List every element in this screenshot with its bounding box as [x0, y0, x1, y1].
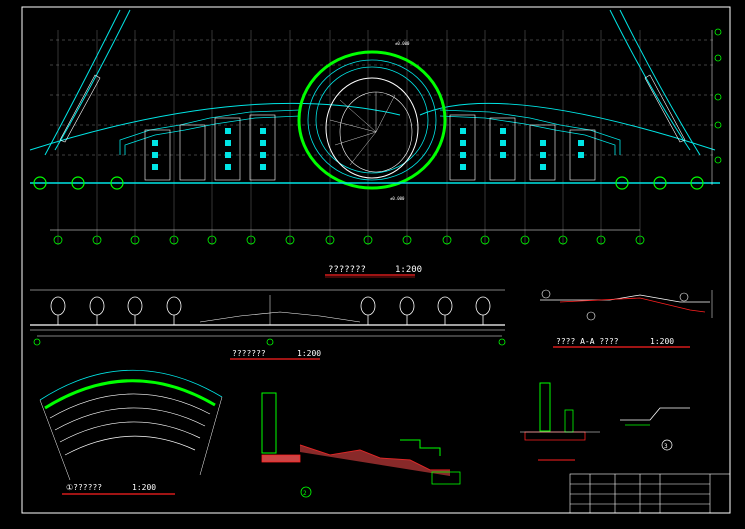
sheet-frame: [21, 6, 731, 514]
section-aa: ???? A-A ???? 1:200: [540, 289, 713, 348]
detail3-callout: 3: [664, 443, 668, 450]
elevation-drawing: ??????? 1:200: [30, 289, 506, 360]
plan-scale: 1:200: [395, 265, 422, 275]
site-plan: ±0.000 ±0.000 ??????? 1:200: [29, 9, 722, 278]
plan-title: ???????: [328, 265, 366, 275]
plan-label-ring-top: ±0.000: [395, 41, 410, 46]
detail1-title: ①??????: [66, 483, 102, 492]
section-title: ???? A-A ????: [556, 337, 619, 346]
elevation-trees: [50, 296, 491, 325]
detail1-scale: 1:200: [132, 483, 156, 492]
circular-plaza: [297, 50, 447, 190]
detail-wall-section: 3: [520, 382, 690, 461]
elevation-scale: 1:200: [297, 349, 321, 358]
elevation-title: ???????: [232, 349, 266, 358]
detail2-callout: 2: [303, 490, 307, 497]
detail-2-section: 2: [261, 392, 461, 498]
title-block: [569, 473, 731, 514]
plan-trees: [33, 176, 704, 190]
detail-1-plan: ①?????? 1:200: [39, 369, 223, 495]
section-scale: 1:200: [650, 337, 674, 346]
plan-label-ring-bottom: ±0.000: [390, 196, 405, 201]
